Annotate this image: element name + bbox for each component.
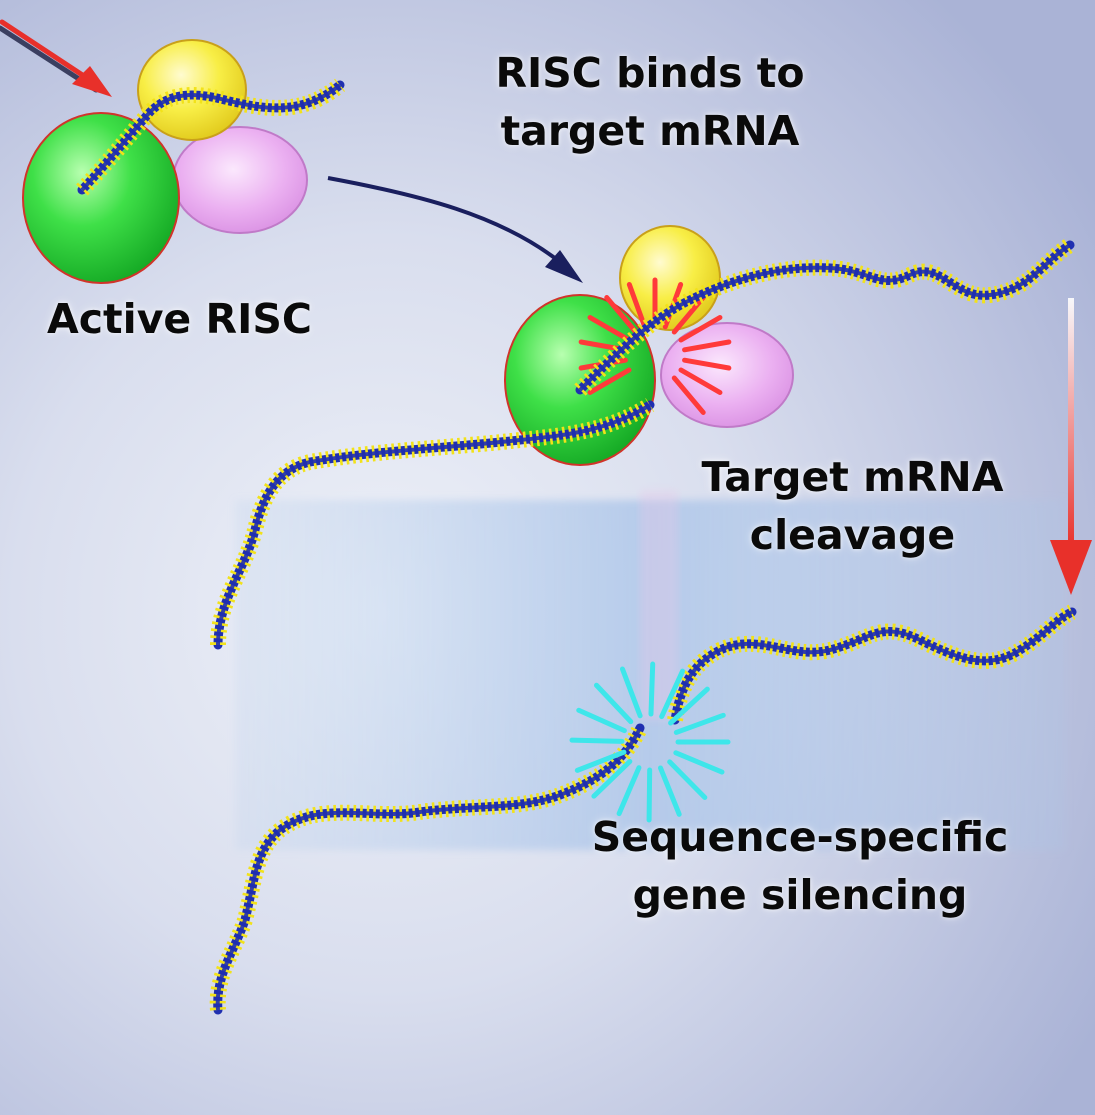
- cleavage-gap-glow: [640, 490, 678, 720]
- spark-ray: [668, 686, 710, 726]
- label-target-cleavage-line1: Target mRNA: [701, 453, 1004, 501]
- spark-ray: [576, 707, 627, 734]
- cleaved-fragment-right: [673, 610, 1073, 721]
- spark-ray: [673, 712, 726, 735]
- spark-ray: [591, 758, 633, 799]
- spark-ray: [646, 767, 653, 823]
- spark-ray: [587, 315, 632, 343]
- spark-ray: [659, 668, 686, 720]
- target-mrna-upper: [578, 243, 1072, 392]
- spark-ray: [648, 661, 656, 717]
- spark-ray: [587, 367, 632, 395]
- spark-ray: [593, 682, 634, 725]
- spark-ray: [682, 339, 732, 353]
- spark-ray: [678, 315, 723, 343]
- spark-ray: [619, 666, 643, 719]
- pink-protein: [172, 126, 308, 234]
- label-gene-silencing-line1: Sequence-specific: [591, 813, 1009, 861]
- label-risc-binds-line2: target mRNA: [500, 107, 800, 155]
- yellow-protein: [137, 39, 247, 141]
- label-target-cleavage-line2: cleavage: [749, 511, 956, 559]
- incoming-arrow: [0, 19, 112, 97]
- spark-ray: [574, 749, 627, 773]
- spark-ray: [673, 750, 725, 775]
- spark-ray: [604, 295, 639, 335]
- spark-ray: [657, 765, 682, 817]
- label-risc-binds-line1: RISC binds to: [495, 49, 805, 97]
- green-protein: [22, 112, 180, 284]
- cleaved-fragment-left: [215, 727, 642, 1011]
- label-gene-silencing-line2: gene silencing: [632, 871, 968, 919]
- spark-ray: [682, 357, 732, 371]
- cleavage-arrow: [1050, 298, 1092, 595]
- label-active-risc-text: Active RISC: [47, 295, 312, 343]
- active-risc-complex: [22, 39, 346, 284]
- spark-ray: [569, 737, 625, 744]
- spark-ray: [616, 765, 642, 817]
- spark-ray: [626, 282, 648, 330]
- guide-rna-strand: [80, 83, 342, 192]
- label-active-risc: Active RISC: [22, 290, 337, 348]
- spark-ray: [678, 367, 723, 395]
- binding-arrow: [327, 176, 583, 283]
- target-mrna-lower: [216, 403, 652, 646]
- spark-ray: [667, 759, 708, 800]
- label-target-cleavage: Target mRNA cleavage: [665, 448, 1040, 564]
- label-risc-binds: RISC binds to target mRNA: [455, 44, 845, 160]
- label-gene-silencing: Sequence-specific gene silencing: [570, 808, 1030, 924]
- spark-ray: [671, 375, 706, 415]
- spark-ray: [671, 295, 706, 335]
- silencing-sparks: [569, 661, 731, 823]
